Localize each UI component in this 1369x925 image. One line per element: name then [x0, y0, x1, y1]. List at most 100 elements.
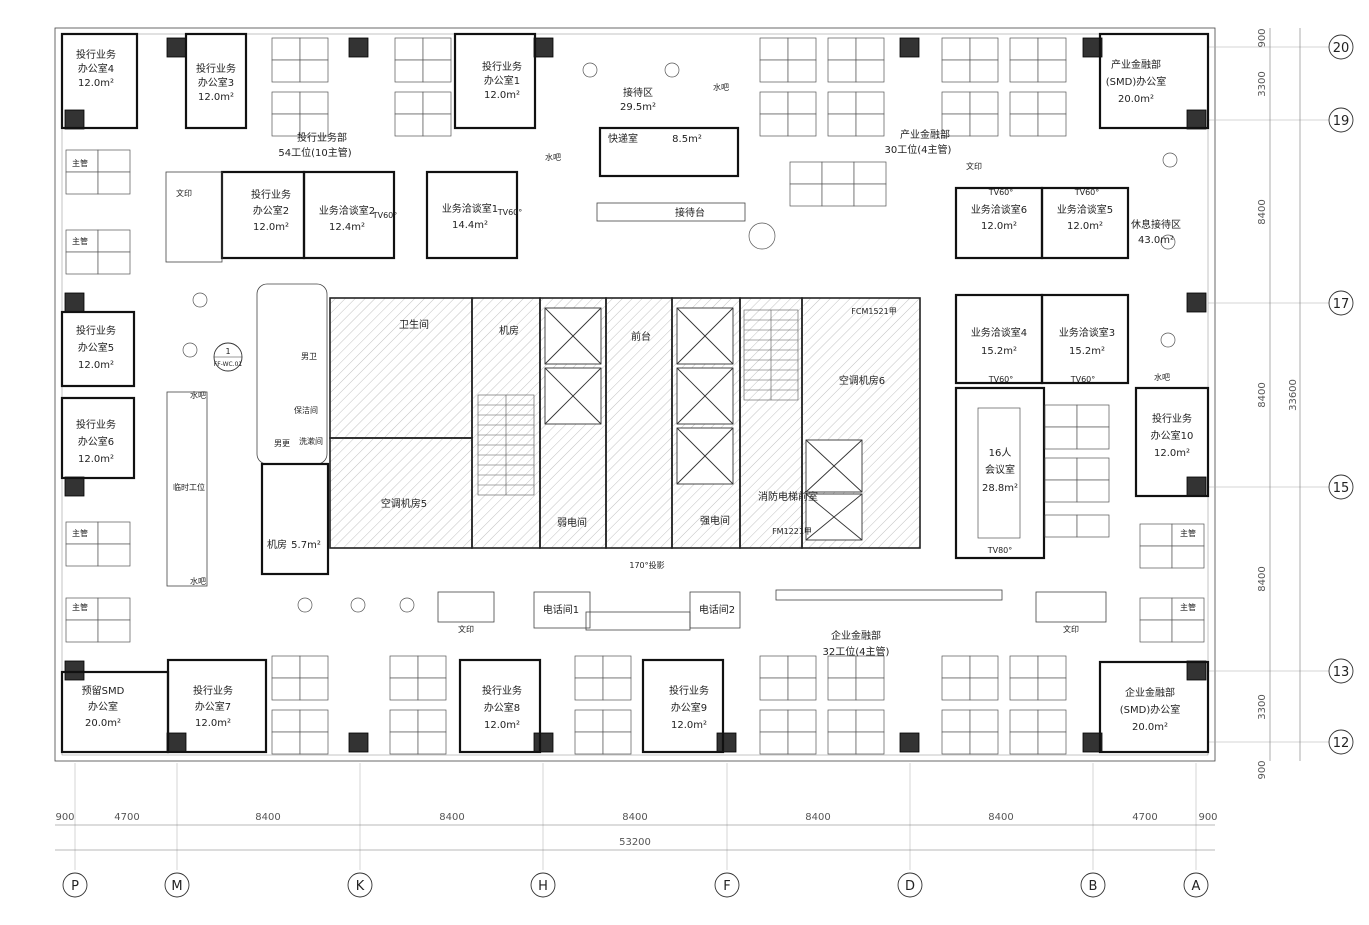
- label-frontpoint: 前台: [631, 330, 651, 343]
- label-ib6-name: 投行业务: [76, 418, 116, 431]
- label-ib3-area: 12.0m²: [198, 92, 234, 103]
- label-ib8-name: 投行业务: [482, 684, 522, 697]
- label-manager-2: 主管: [72, 236, 88, 246]
- label-tv-nego1: TV60°: [497, 208, 523, 217]
- label-tv-meeting: TV80°: [987, 546, 1013, 555]
- label-print-1: 文印: [176, 188, 192, 198]
- lounge-seating: [182, 62, 1178, 613]
- label-nego4-area: 15.2m²: [981, 346, 1017, 357]
- label-manager-4: 主管: [72, 602, 88, 612]
- label-ac5: 空调机房5: [381, 497, 427, 510]
- label-phone2: 电话间2: [699, 603, 735, 616]
- meeting-table: [977, 407, 1021, 539]
- label-print-3: 文印: [458, 624, 474, 634]
- label-ib-dept-area: 54工位(10主管): [278, 146, 351, 159]
- label-ib1-name: 投行业务: [482, 60, 522, 73]
- label-machine1: 机房: [499, 324, 519, 337]
- label-projection: 170°投影: [629, 560, 664, 570]
- dim-r-1: 3300: [1257, 71, 1268, 96]
- label-smd-top-sub: (SMD)办公室: [1106, 75, 1166, 88]
- label-toilet: 卫生间: [399, 318, 429, 331]
- room-labels: 投行业务 办公室4 12.0m² 投行业务 办公室3 12.0m² 投行业务 办…: [76, 48, 1193, 733]
- label-ib7-area: 12.0m²: [195, 718, 231, 729]
- top-offices: [60, 32, 1210, 222]
- label-ib3-sub: 办公室3: [198, 76, 234, 89]
- label-ib8-sub: 办公室8: [484, 701, 520, 714]
- label-ib1-area: 12.0m²: [484, 90, 520, 101]
- outer-wall: [54, 27, 1216, 762]
- axis-12: 12: [1333, 736, 1350, 751]
- label-print-2: 文印: [966, 161, 982, 171]
- dim-b-1: 4700: [114, 812, 139, 823]
- dim-r-6: 900: [1257, 760, 1268, 779]
- label-ib6-area: 12.0m²: [78, 454, 114, 465]
- label-detail-ref: FF-WC.01: [214, 361, 243, 368]
- small-labels: 文印 文印 文印 文印 TV60° TV60° TV60° TV60° TV60…: [72, 152, 1196, 634]
- dim-b-2: 8400: [255, 812, 280, 823]
- axis-19: 19: [1333, 114, 1350, 129]
- label-meet16-sub: 会议室: [985, 463, 1015, 476]
- label-reception-area: 29.5m²: [620, 102, 656, 113]
- label-ib2-name: 投行业务: [251, 188, 291, 201]
- label-tv-nego2: TV60°: [372, 211, 398, 220]
- elevators: [544, 307, 863, 541]
- center-offices: [165, 170, 1210, 560]
- grid-lines: [74, 46, 1330, 870]
- label-door-fm: FM1221甲: [772, 527, 812, 536]
- axis-H: H: [538, 879, 548, 894]
- label-ib7-sub: 办公室7: [195, 700, 231, 713]
- label-frontdesk: 接待台: [675, 206, 705, 219]
- label-ib4-sub: 办公室4: [78, 62, 114, 75]
- label-nego6-name: 业务洽谈室6: [971, 203, 1027, 216]
- label-ib8-area: 12.0m²: [484, 720, 520, 731]
- label-tv-nego5: TV60°: [1074, 188, 1100, 197]
- axis-P: P: [71, 879, 79, 894]
- label-nego5-name: 业务洽谈室5: [1057, 203, 1113, 216]
- label-tv-nego6: TV60°: [988, 188, 1014, 197]
- bottom-axis: P M K H F D B A: [62, 872, 1209, 898]
- dim-b-0: 900: [55, 812, 74, 823]
- label-ib-dept-name: 投行业务部: [297, 131, 347, 144]
- label-phone1: 电话间1: [543, 603, 579, 616]
- label-ib9-name: 投行业务: [669, 684, 709, 697]
- label-nego1-name: 业务洽谈室1: [442, 202, 498, 215]
- label-nego5-area: 12.0m²: [1067, 221, 1103, 232]
- label-meet16-name: 16人: [989, 447, 1012, 459]
- label-smd-bottom-sub: (SMD)办公室: [1120, 703, 1180, 716]
- dim-b-total: 53200: [619, 837, 651, 848]
- label-weak: 弱电间: [557, 516, 587, 529]
- axis-B: B: [1089, 879, 1098, 894]
- label-waterbar-left: 水吧: [190, 390, 206, 400]
- bottom-dimensions: 900 4700 8400 8400 8400 8400 8400 4700 9…: [55, 812, 1218, 851]
- label-machine2-area: 5.7m²: [291, 540, 321, 551]
- label-res-smd-name: 预留SMD: [82, 684, 125, 697]
- label-nego2-name: 业务洽谈室2: [319, 204, 375, 217]
- label-nego6-area: 12.0m²: [981, 221, 1017, 232]
- label-ind-fin-area: 30工位(4主管): [885, 143, 952, 156]
- axis-K: K: [356, 879, 365, 894]
- label-tv-nego4: TV60°: [988, 375, 1014, 384]
- label-waterbar-left2: 水吧: [190, 576, 206, 586]
- desk-blocks-top: [271, 37, 1067, 207]
- label-ib10-sub: 办公室10: [1151, 429, 1194, 442]
- label-temp-workstations: 临时工位: [173, 482, 205, 492]
- label-strong: 强电间: [700, 514, 730, 527]
- dim-b-8: 900: [1198, 812, 1217, 823]
- dim-r-4: 8400: [1257, 566, 1268, 591]
- label-waterbar-top: 水吧: [713, 82, 729, 92]
- axis-20: 20: [1333, 41, 1350, 56]
- label-manager-1: 主管: [72, 158, 88, 168]
- desk-blocks-bottom: [271, 404, 1205, 755]
- label-print-4: 文印: [1063, 624, 1079, 634]
- label-smd-bottom-name: 企业金融部: [1125, 686, 1175, 699]
- label-waterbar-mid: 水吧: [545, 152, 561, 162]
- label-res-smd-sub: 办公室: [88, 700, 118, 713]
- axis-A: A: [1192, 879, 1201, 894]
- label-nego3-area: 15.2m²: [1069, 346, 1105, 357]
- label-nego3-name: 业务洽谈室3: [1059, 326, 1115, 339]
- label-courier-name: 快递室: [608, 132, 638, 145]
- label-ib9-area: 12.0m²: [671, 720, 707, 731]
- bottom-offices: [437, 589, 1210, 754]
- label-ib9-sub: 办公室9: [671, 701, 707, 714]
